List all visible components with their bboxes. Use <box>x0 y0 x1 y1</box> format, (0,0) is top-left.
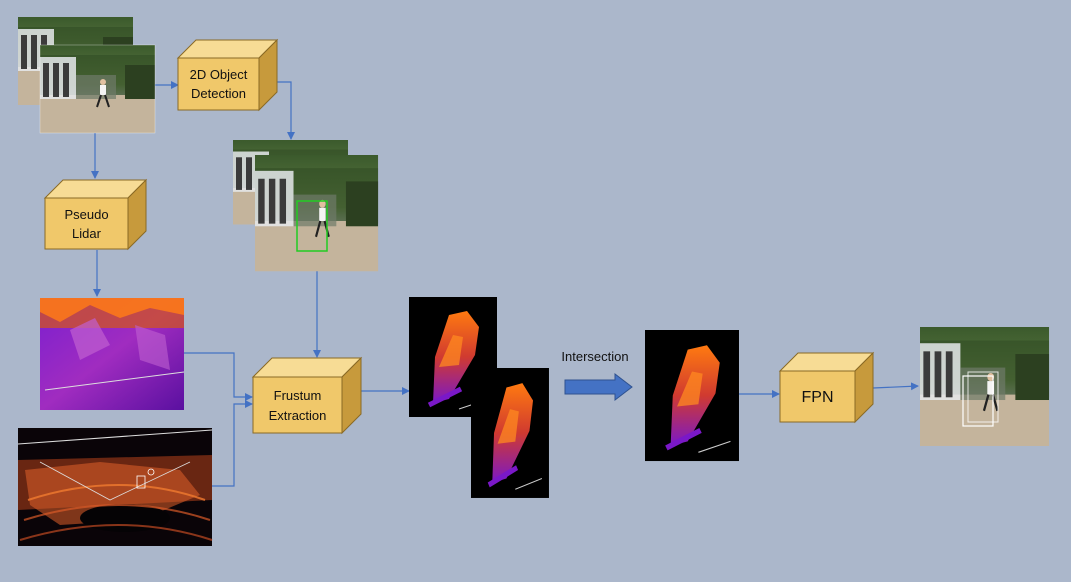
pseudo-lidar-point-cloud <box>40 298 185 410</box>
connectors <box>91 81 919 487</box>
intersection-arrow <box>564 372 633 402</box>
intersection-label: Intersection <box>561 349 628 364</box>
output-image <box>918 325 1051 448</box>
intersected-point-cloud <box>645 330 739 461</box>
object-detection-label-line2: Detection <box>191 86 246 101</box>
arrow-pseudo-cloud-to-frustum <box>184 352 253 401</box>
frustum-extraction-label-line2: Extraction <box>269 408 327 423</box>
arrow-lidar-cloud-to-frustum <box>212 400 253 487</box>
arrow-detection-to-detected-image <box>276 81 295 140</box>
input-camera-images <box>17 16 156 134</box>
pseudo-lidar-label-line1: Pseudo <box>64 207 108 222</box>
frustum-extraction-box: Frustum Extraction <box>251 356 363 435</box>
frustum-point-clouds <box>409 297 549 498</box>
object-detection-label-line1: 2D Object <box>190 67 248 82</box>
lidar-point-cloud <box>17 428 213 546</box>
arrow-fpn-to-result <box>872 382 919 391</box>
frustum-extraction-label-line1: Frustum <box>274 388 322 403</box>
fpn-box: FPN <box>778 351 875 424</box>
pseudo-lidar-label-line2: Lidar <box>72 226 102 241</box>
pseudo-lidar-box: Pseudo Lidar <box>43 178 148 251</box>
fpn-label: FPN <box>802 389 834 406</box>
detection-bounding-box <box>296 200 328 252</box>
detected-images <box>232 139 380 273</box>
object-detection-box: 2D Object Detection <box>176 38 279 112</box>
result-3d-box <box>962 375 994 427</box>
